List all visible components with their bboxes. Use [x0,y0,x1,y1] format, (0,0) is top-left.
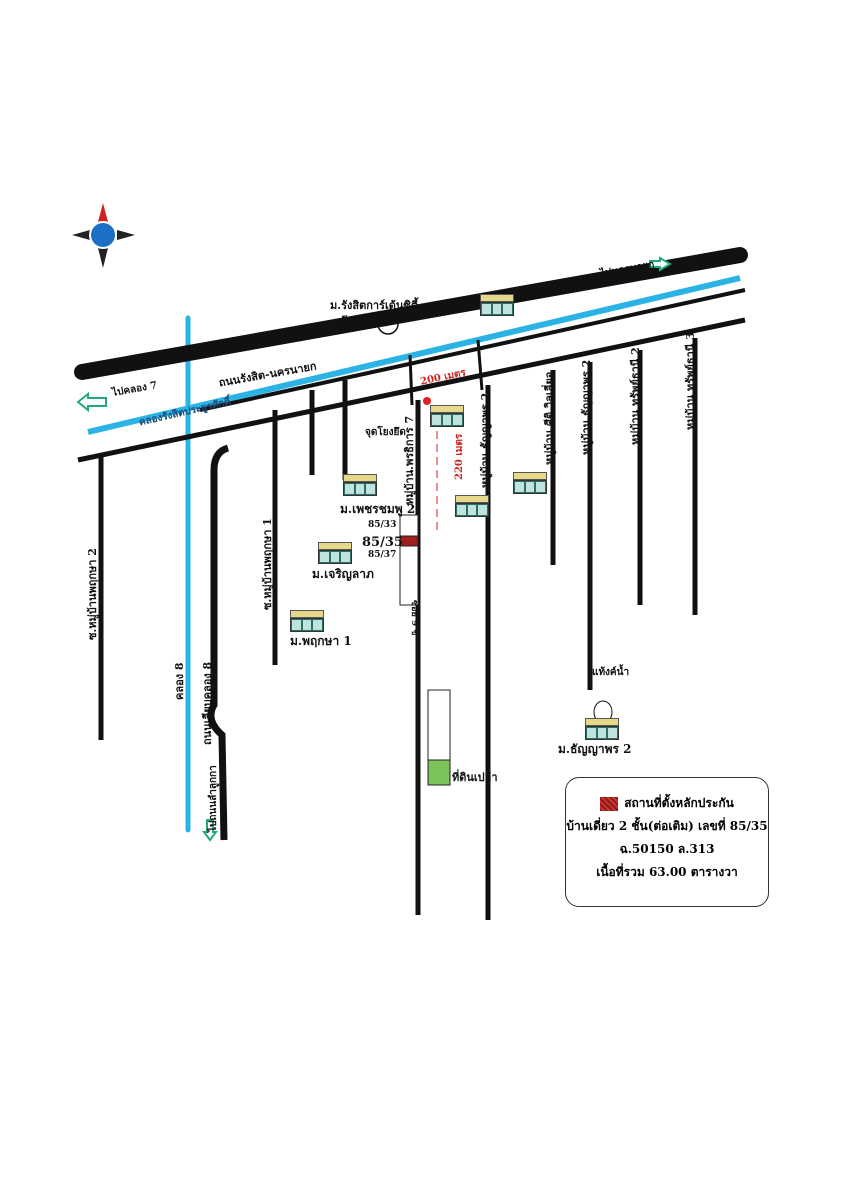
canal-main [87,275,741,435]
house-icon [430,405,464,427]
label-liap-khlong8: ถนนเลียบคลอง 8 [201,661,214,745]
arrow-to-khlong7-icon [76,391,107,413]
street-label: หมู่บ้าน.ธัญญาพร 2 [580,359,593,455]
label-landmark: จุดโยงยึด [365,427,406,438]
label-plot-85-33: 85/33 [368,520,397,530]
collateral-swatch [600,796,619,811]
road-frontage-1 [199,288,746,412]
label-charoen-lap: ม.เจริญลาภ [312,567,374,581]
legend-box: สถานที่ตั้งหลักประกัน บ้านเดี่ยว 2 ชั้น(… [565,777,769,907]
house-icon [513,472,547,494]
compass-icon [72,203,135,268]
street-label: หมู่บ้าน.พรธิการ 7 [403,415,416,505]
street-label: หมู่บ้าน.ศีติ.วิลเลี่ยจ [543,371,556,465]
side-roads [98,338,698,920]
label-soi: ซอย 9 ข [409,600,419,636]
street-label: ซ.หมู่บ้านพฤกษา 2 [86,548,99,640]
label-rangsit-garden: ม.รังสิตการ์เด้นซิตี้ [330,299,418,312]
legend-line2: ฉ.50150 ล.313 [619,842,715,856]
label-pruksa1: ม.พฤกษา 1 [290,634,352,648]
label-water-tank: แท้งค์น้ำ [592,667,630,678]
house-icon [585,718,619,740]
street-label: หมู่บ้าน ทรัพย์ธานี 2 [629,347,642,445]
label-khlong8: คลอง 8 [173,662,186,700]
street-label: หมู่บ้าน ทรัพย์ธานี 3 [684,332,697,430]
legend-line3: เนื้อที่รวม 63.00 ตารางวา [596,865,738,879]
label-plot-85-35: 85/35 [362,535,403,550]
house-icon [455,495,489,517]
house-icon [290,610,324,632]
legend-line1: บ้านเดี่ยว 2 ชั้น(ต่อเติม) เลขที่ 85/35 [566,819,768,833]
road-liap-khlong8 [207,444,230,841]
street-label: หมู่บ้าน.ธัญญาพร 2 [479,392,492,488]
arrow-to-nakhonnayok-icon [649,256,672,272]
label-to-lamlukka: ไปถนนลำลูกกา [208,765,219,832]
gas-station-icon [377,313,399,335]
plots [399,514,451,786]
label-plot-85-37: 85/37 [368,550,397,560]
house-icon [343,474,377,496]
landmark-marker [423,397,431,405]
label-gas-station: ปั๊มบางจาก [340,318,388,329]
legend-title: สถานที่ตั้งหลักประกัน [624,796,734,810]
label-distance-220: 220 เมตร [454,433,465,480]
road-main [74,247,748,380]
arrow-to-lamlukka-icon [202,819,218,842]
label-vacant-land: ที่ดินเปล่า [452,771,498,784]
label-phet-chomphu: ม.เพชรชมพู 2 [340,502,416,516]
street-label: ซ.หมู่บ้านพฤกษา 1 [261,518,274,610]
house-icon [318,542,352,564]
house-icon [480,294,514,316]
label-thanyaporn2: ม.ธัญญาพร 2 [558,742,632,756]
